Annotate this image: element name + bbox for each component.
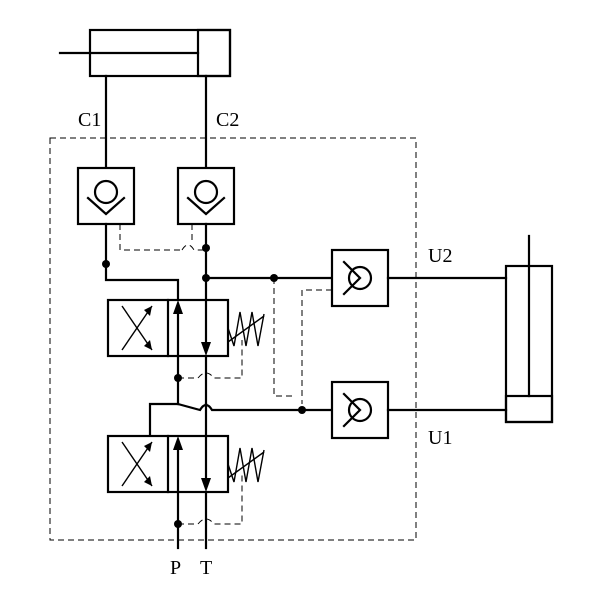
label-t: T [200, 557, 212, 579]
pilot-line-c1 [119, 224, 182, 251]
label-u1: U1 [428, 427, 452, 449]
check-valve-u1 [330, 380, 390, 440]
top-cylinder [58, 28, 232, 78]
manifold-boundary [49, 137, 417, 541]
right-cylinder [504, 234, 554, 424]
check-valve-u2 [330, 248, 390, 308]
junction-dot [298, 406, 306, 414]
check-valve-c2 [176, 166, 236, 226]
label-c2: C2 [216, 109, 239, 131]
junction-dot [202, 244, 210, 252]
check-valve-c1 [76, 166, 136, 226]
label-u2: U2 [428, 245, 452, 267]
label-p: P [170, 557, 181, 579]
pilot-crossover [181, 244, 206, 251]
label-c1: C1 [78, 109, 101, 131]
pilot-line-u [273, 278, 296, 397]
directional-valve-lower [106, 434, 265, 494]
directional-valve-upper [106, 298, 265, 358]
